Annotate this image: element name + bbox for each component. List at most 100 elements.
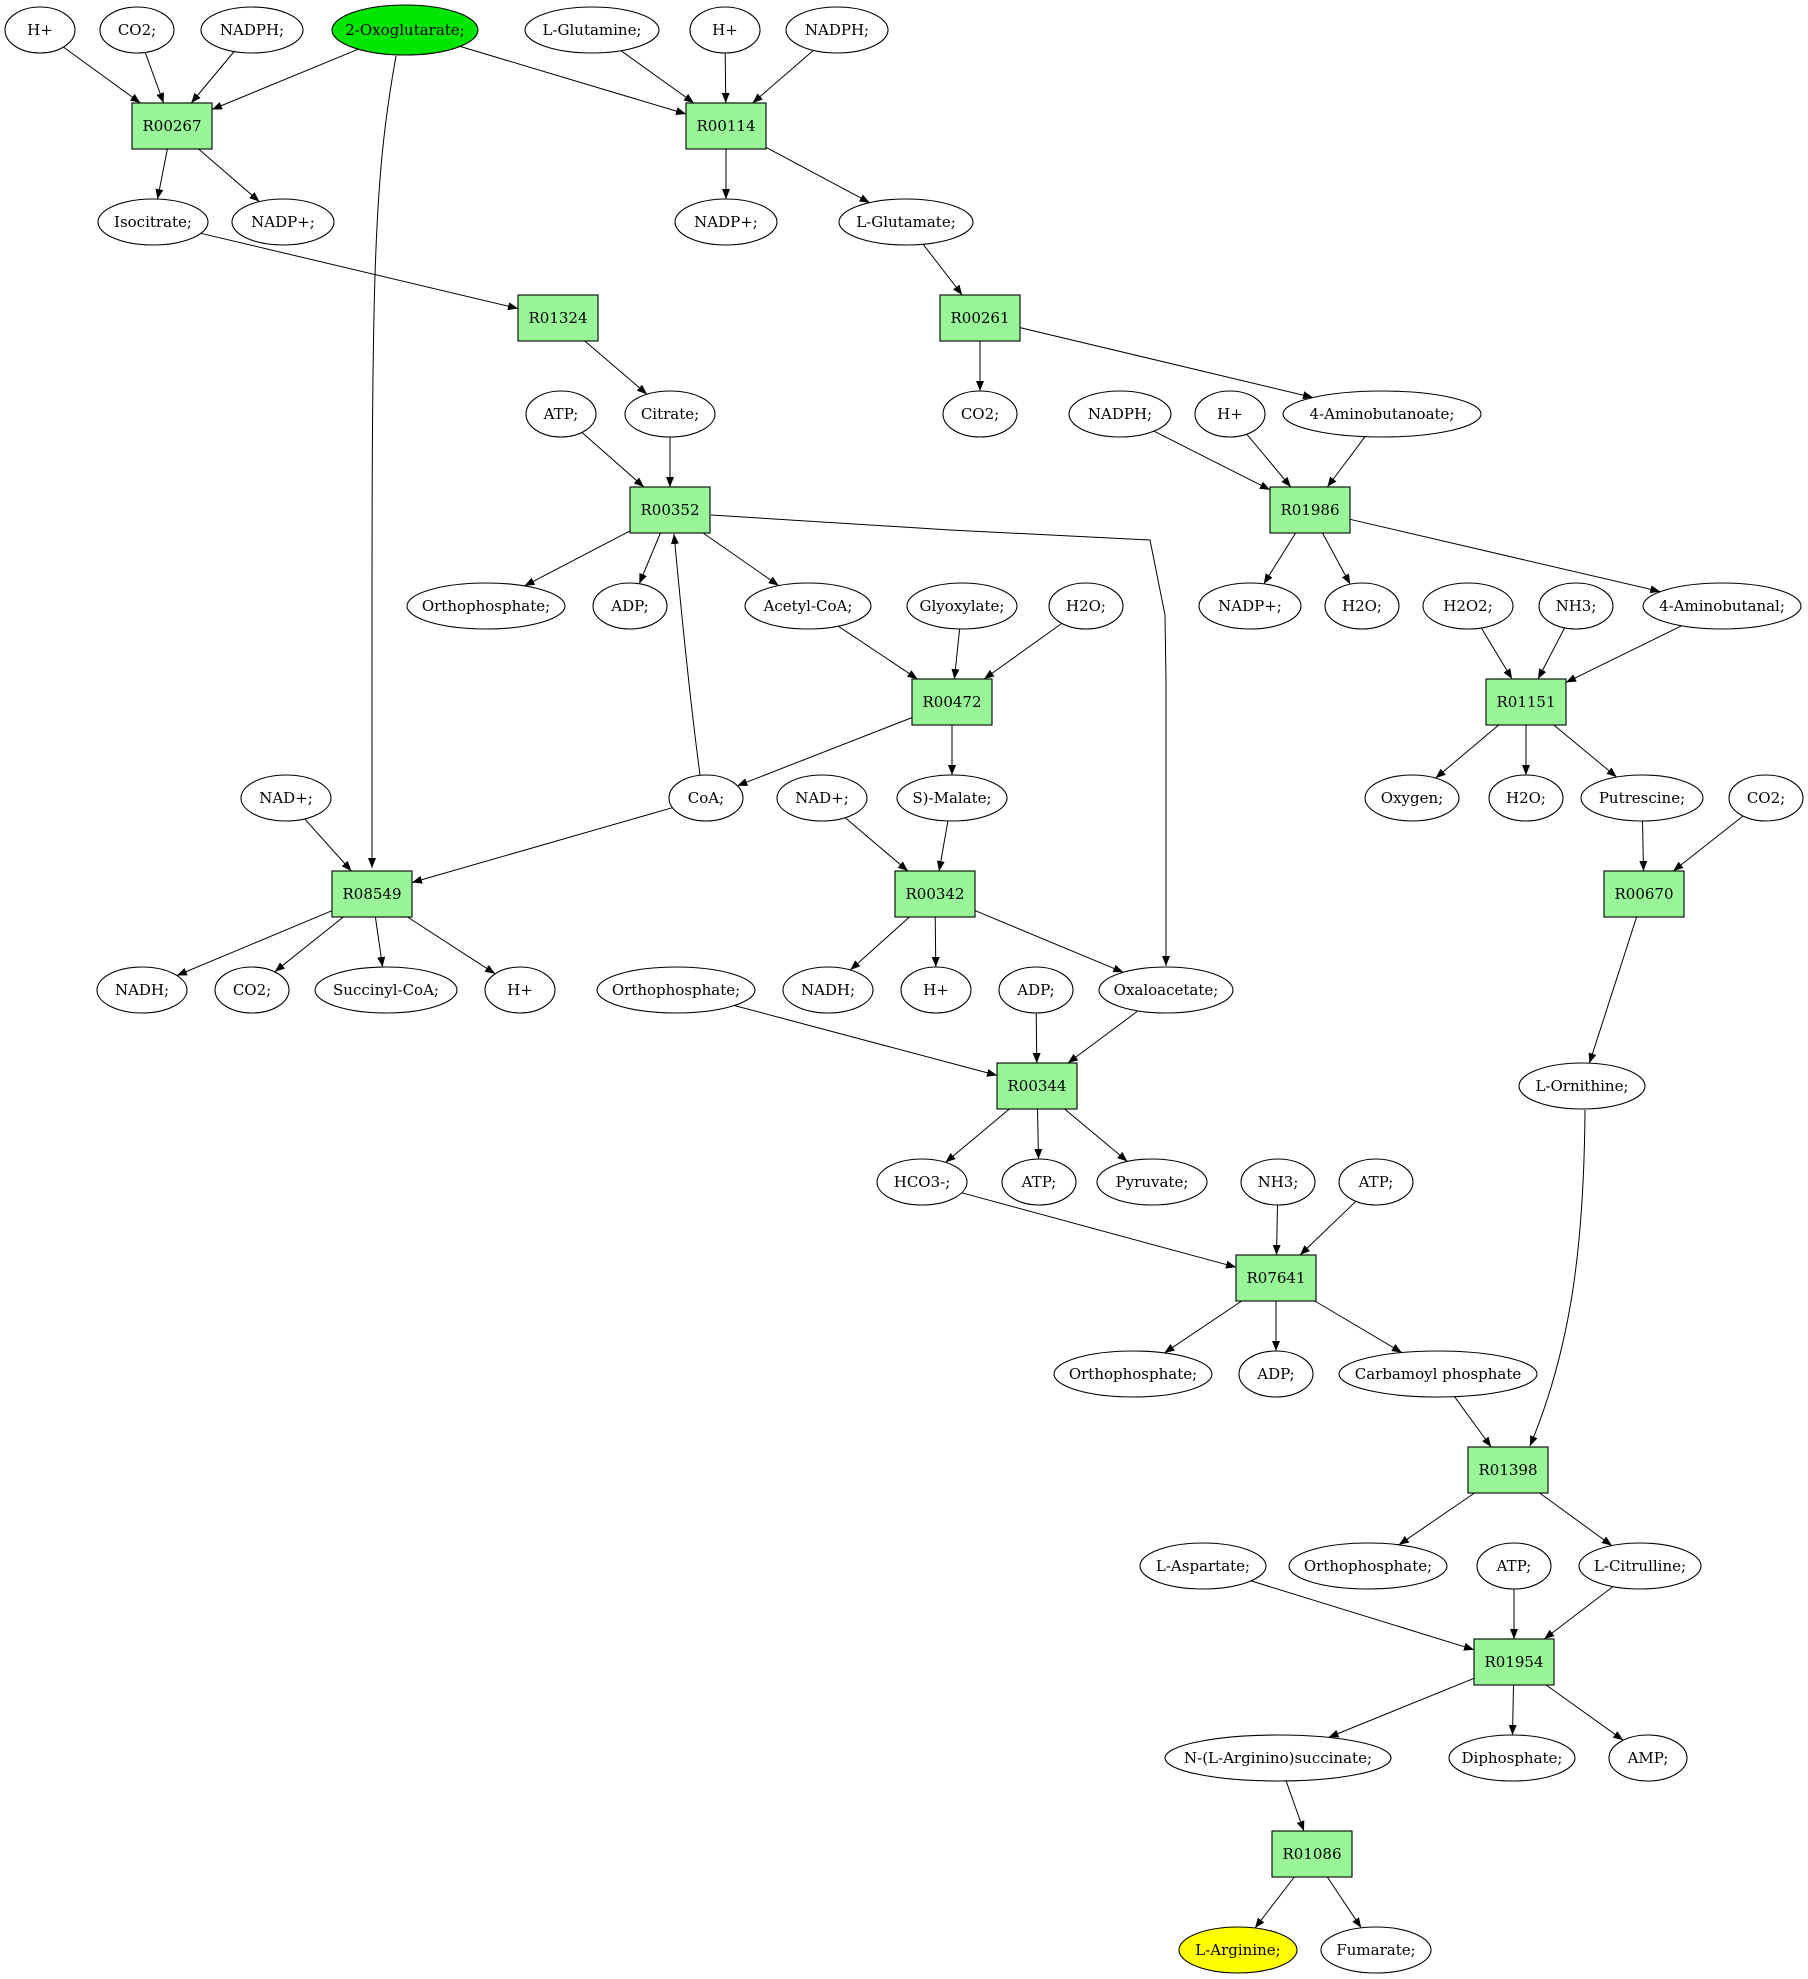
compound-node-c-asp[interactable]: L-Aspartate; [1139, 1542, 1267, 1590]
compound-node-c-adp-3[interactable]: ADP; [1238, 1350, 1314, 1398]
compound-node-c-citrulline[interactable]: L-Citrulline; [1578, 1542, 1702, 1590]
compound-node-c-oxo[interactable]: 2-Oxoglutarate; [331, 4, 479, 56]
reaction-node-r-R00114[interactable]: R00114 [685, 102, 767, 150]
compound-node-c-h2o-3[interactable]: H2O; [1488, 774, 1564, 822]
compound-node-c-atp-2[interactable]: ATP; [1001, 1158, 1077, 1206]
compound-node-c-diphosphate[interactable]: Diphosphate; [1448, 1734, 1576, 1782]
edge-c-h2o-1-to-r-R00472 [983, 622, 1063, 680]
compound-node-c-oxaloacetate[interactable]: Oxaloacetate; [1098, 966, 1234, 1014]
compound-node-c-succinylcoa[interactable]: Succinyl-CoA; [314, 966, 458, 1014]
compound-node-c-nadh-1[interactable]: NADH; [96, 966, 188, 1014]
compound-node-c-atp-4[interactable]: ATP; [1476, 1542, 1552, 1590]
node-label: Orthophosphate; [1069, 1365, 1197, 1383]
reaction-node-r-R00472[interactable]: R00472 [911, 678, 993, 726]
reaction-node-r-R01086[interactable]: R01086 [1271, 1830, 1353, 1878]
reaction-node-r-R00261[interactable]: R00261 [939, 294, 1021, 342]
compound-node-c-glu[interactable]: L-Glutamate; [838, 198, 974, 246]
reaction-node-r-R01324[interactable]: R01324 [517, 294, 599, 342]
compound-node-c-oxygen[interactable]: Oxygen; [1364, 774, 1460, 822]
compound-node-c-nadp-1[interactable]: NADP+; [231, 198, 335, 246]
reaction-box [629, 486, 711, 534]
edge-c-nh3-1-to-r-R01151 [1537, 627, 1566, 680]
compound-node-c-adp-1[interactable]: ADP; [592, 582, 668, 630]
compound-node-c-atp-1[interactable]: ATP; [525, 390, 597, 438]
reaction-node-r-R01954[interactable]: R01954 [1473, 1638, 1555, 1686]
compound-node-c-nadp-2[interactable]: NADP+; [674, 198, 778, 246]
compound-node-c-putrescine[interactable]: Putrescine; [1580, 774, 1704, 822]
compound-node-c-h-5[interactable]: H+ [900, 966, 972, 1014]
compound-node-c-nad-2[interactable]: NAD+; [776, 774, 868, 822]
compound-node-c-h2o2[interactable]: H2O2; [1422, 582, 1514, 630]
compound-node-c-glyoxylate[interactable]: Glyoxylate; [906, 582, 1018, 630]
compound-node-c-h-1[interactable]: H+ [4, 6, 76, 54]
compound-node-c-nad-1[interactable]: NAD+; [240, 774, 332, 822]
compound-node-c-aminobutanal[interactable]: 4-Aminobutanal; [1642, 582, 1802, 630]
compound-node-c-nadph-3[interactable]: NADPH; [1068, 390, 1172, 438]
compound-node-c-fumarate[interactable]: Fumarate; [1320, 1926, 1432, 1974]
compound-node-c-nadph-2[interactable]: NADPH; [785, 6, 889, 54]
node-label: NAD+; [259, 789, 313, 807]
reaction-node-r-R07641[interactable]: R07641 [1235, 1254, 1317, 1302]
node-label: L-Citrulline; [1594, 1557, 1686, 1575]
compound-node-c-aminobutanoate[interactable]: 4-Aminobutanoate; [1282, 390, 1482, 438]
compound-ellipse [1448, 1734, 1576, 1782]
node-label: Oxygen; [1381, 789, 1443, 807]
node-label: R01986 [1280, 501, 1339, 519]
compound-node-c-atp-3[interactable]: ATP; [1338, 1158, 1414, 1206]
compound-node-c-co2-4[interactable]: CO2; [214, 966, 290, 1014]
reaction-node-r-R00352[interactable]: R00352 [629, 486, 711, 534]
edge-r-R07641-to-c-pi-3 [1164, 1300, 1242, 1354]
compound-node-c-h-4[interactable]: H+ [484, 966, 556, 1014]
compound-node-c-co2-1[interactable]: CO2; [99, 6, 175, 54]
compound-node-c-h2o-2[interactable]: H2O; [1324, 582, 1400, 630]
reaction-node-r-R00344[interactable]: R00344 [996, 1062, 1078, 1110]
reaction-node-r-R01986[interactable]: R01986 [1269, 486, 1351, 534]
reaction-node-r-R01151[interactable]: R01151 [1485, 678, 1567, 726]
compound-node-c-h-2[interactable]: H+ [689, 6, 761, 54]
reaction-node-r-R01398[interactable]: R01398 [1467, 1446, 1549, 1494]
compound-node-c-co2-3[interactable]: CO2; [1728, 774, 1804, 822]
compound-node-c-nadph-1[interactable]: NADPH; [200, 6, 304, 54]
node-label: HCO3-; [894, 1173, 951, 1191]
reaction-node-r-R00267[interactable]: R00267 [131, 102, 213, 150]
compound-ellipse [1053, 1350, 1213, 1398]
compound-ellipse [1364, 774, 1460, 822]
compound-node-c-citrate[interactable]: Citrate; [624, 390, 716, 438]
compound-node-c-pyruvate[interactable]: Pyruvate; [1096, 1158, 1208, 1206]
compound-node-c-coa[interactable]: CoA; [668, 774, 744, 822]
compound-node-c-acetylcoa[interactable]: Acetyl-CoA; [744, 582, 872, 630]
edge-r-R01954-to-c-diphosphate [1508, 1684, 1517, 1736]
compound-node-c-nadh-2[interactable]: NADH; [782, 966, 874, 1014]
compound-node-c-isocitrate[interactable]: Isocitrate; [97, 198, 209, 246]
compound-node-c-pi-4[interactable]: Orthophosphate; [1288, 1542, 1448, 1590]
compound-node-c-pi-2[interactable]: Orthophosphate; [596, 966, 756, 1014]
edge-r-R00114-to-c-glu [765, 146, 870, 204]
edge-r-R00267-to-c-isocitrate [155, 148, 168, 200]
compound-node-c-amp[interactable]: AMP; [1608, 1734, 1688, 1782]
compound-ellipse [1288, 1542, 1448, 1590]
compound-node-c-h2o-1[interactable]: H2O; [1048, 582, 1124, 630]
compound-node-c-malate[interactable]: S)-Malate; [896, 774, 1008, 822]
compound-node-c-pi-1[interactable]: Orthophosphate; [406, 582, 566, 630]
compound-node-c-adp-2[interactable]: ADP; [998, 966, 1074, 1014]
compound-node-c-co2-2[interactable]: CO2; [942, 390, 1018, 438]
compound-node-c-argsucc[interactable]: N-(L-Arginino)succinate; [1164, 1734, 1392, 1782]
compound-node-c-arg[interactable]: L-Arginine; [1178, 1926, 1298, 1974]
node-label: R00342 [905, 885, 964, 903]
compound-node-c-pi-3[interactable]: Orthophosphate; [1053, 1350, 1213, 1398]
compound-node-c-nh3-1[interactable]: NH3; [1538, 582, 1614, 630]
reaction-node-r-R00670[interactable]: R00670 [1603, 870, 1685, 918]
edge-c-aminobutanoate-to-r-R01986 [1326, 436, 1366, 488]
compound-node-c-nh3-2[interactable]: NH3; [1240, 1158, 1316, 1206]
compound-ellipse [1608, 1734, 1688, 1782]
compound-node-c-carbamoylp[interactable]: Carbamoyl phosphate [1338, 1350, 1538, 1398]
compound-node-c-hco3[interactable]: HCO3-; [876, 1158, 968, 1206]
compound-ellipse [1096, 1158, 1208, 1206]
edge-c-nad-2-to-r-R00342 [844, 817, 909, 872]
compound-node-c-h-3[interactable]: H+ [1194, 390, 1266, 438]
reaction-node-r-R08549[interactable]: R08549 [331, 870, 413, 918]
compound-node-c-gln[interactable]: L-Glutamine; [524, 6, 660, 54]
reaction-node-r-R00342[interactable]: R00342 [894, 870, 976, 918]
compound-node-c-nadp-3[interactable]: NADP+; [1198, 582, 1302, 630]
compound-node-c-ornithine[interactable]: L-Ornithine; [1518, 1062, 1646, 1110]
